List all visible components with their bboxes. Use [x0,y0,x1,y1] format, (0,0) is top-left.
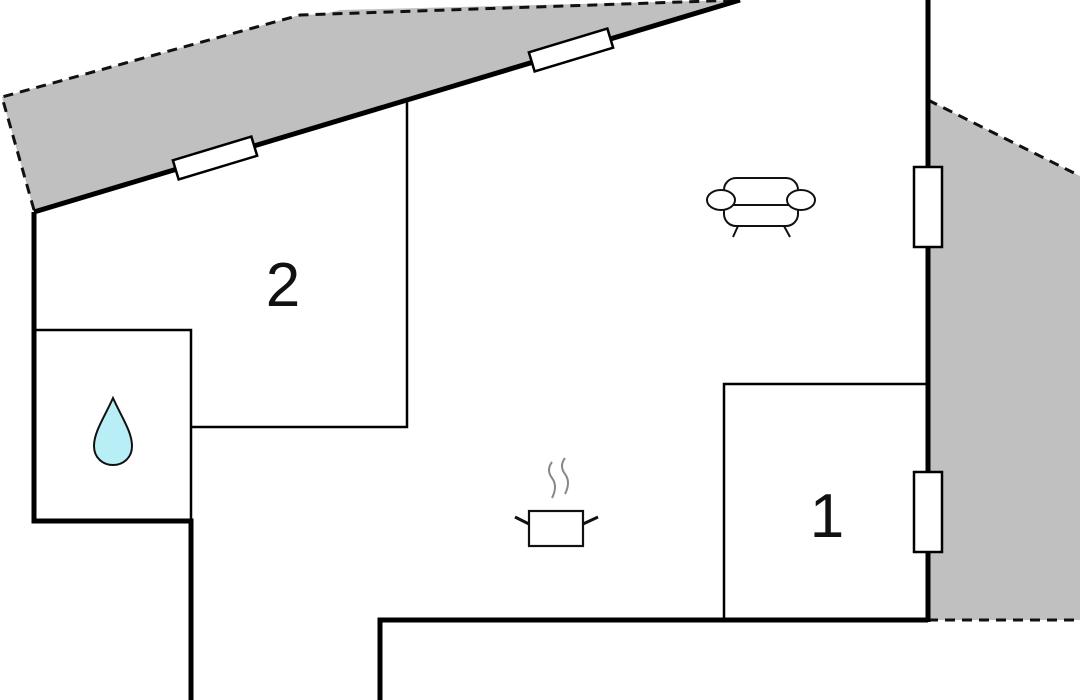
exterior-terrace-top-outline [0,0,741,211]
exterior-wall [33,0,741,215]
room-1-wall [722,382,928,620]
sofa-icon [706,177,816,238]
water-drop-icon [92,395,134,467]
bathroom-wall [34,328,193,521]
exterior-wall-left [31,212,194,700]
exterior-balcony-right-outline [927,98,1080,178]
window-right-lower [912,470,944,554]
exterior-wall-bottom [377,617,928,700]
room-label-2: 2 [266,251,300,320]
exterior-balcony-right [928,100,1080,620]
window-top-right [527,27,615,73]
window-right-upper [912,165,944,249]
room-2-wall [191,102,409,429]
room-label-1: 1 [810,482,844,551]
cooking-pot-icon [514,457,599,548]
window-top-left [171,135,259,181]
